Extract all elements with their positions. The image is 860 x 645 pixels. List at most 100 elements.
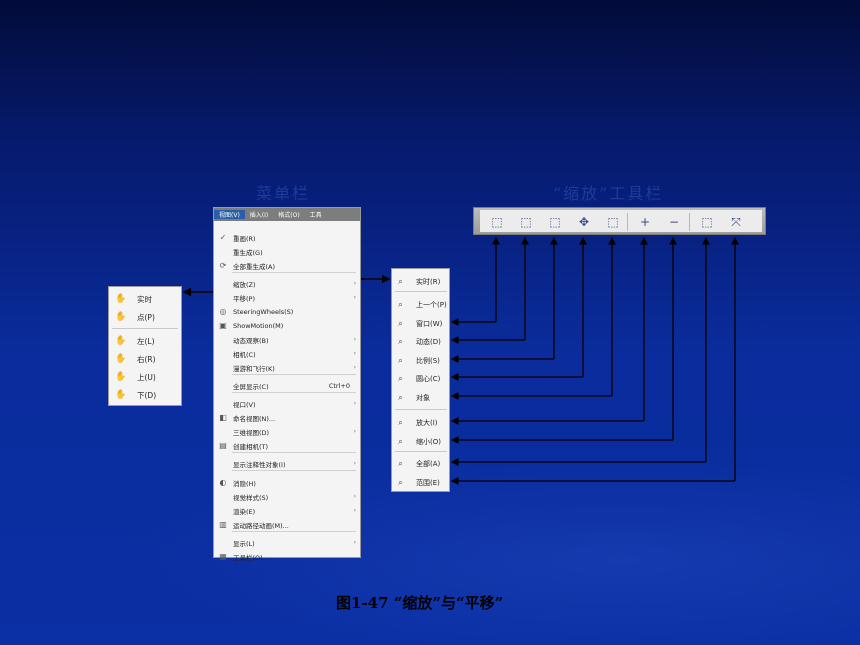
menubar-item-format[interactable]: 格式(O) (278, 212, 300, 219)
menu-item-label: 视口(V) (233, 400, 256, 409)
view-menu-item[interactable]: 缩放(Z) › (214, 277, 360, 290)
zoom-menu-item[interactable]: ⌕比例(S) (392, 352, 449, 369)
menu-item-label: 渲染(E) (233, 507, 256, 516)
zoom-menu-item[interactable]: ⌕ 动态(D) (392, 333, 449, 350)
zoom-menu-item[interactable]: ⌕全部(A) (392, 455, 449, 472)
menu-item-label: 缩放(Z) (233, 280, 256, 289)
blank-icon (217, 380, 229, 391)
view-menu-item[interactable]: 重生成(G) (214, 245, 360, 258)
zoom-out-button[interactable]: − (661, 212, 687, 232)
view-menu-item[interactable]: 三维视图(D) › (214, 425, 360, 438)
zoom-center-icon: ✥ (578, 215, 590, 229)
zoom-menu-item[interactable]: ⌕对象 (392, 389, 449, 406)
view-menu-item[interactable]: 全屏显示(C)Ctrl+0 (214, 379, 360, 392)
menu-item-label: 点(P) (137, 312, 155, 322)
menu-item-label: 缩小(O) (416, 437, 441, 446)
zoom-menu-item[interactable]: ⌕放大(I) (392, 414, 449, 431)
showmotion-icon: ▣ (219, 321, 227, 330)
hand-up-icon: ✋ (115, 372, 127, 382)
pan-menu-item[interactable]: ✋左(L) (109, 333, 181, 349)
view-menu-item[interactable]: ▦工具栏(O)... (214, 550, 360, 563)
menu-item-label: 相机(C) (233, 350, 256, 359)
zoom-menu-item[interactable]: ⌕圆心(C) (392, 370, 449, 387)
zoom-extents-icon: ⌕ (398, 477, 403, 487)
zoom-center-button[interactable]: ✥ (571, 212, 597, 232)
zoom-menu-item[interactable]: ⌕窗口(W) (392, 315, 449, 332)
view-menu-item[interactable]: 漫游和飞行(K)› (214, 361, 360, 374)
menubar: 视图(V) 插入(I) 格式(O) 工具 (214, 208, 360, 221)
menu-item-label: SteeringWheels(S) (233, 307, 294, 316)
hand-right-icon: ✋ (115, 354, 127, 364)
menu-item-label: 动态(D) (416, 337, 441, 346)
zoom-menu-item[interactable]: ⌕ 缩小(O) (392, 433, 449, 450)
hand-left-icon: ✋ (115, 336, 127, 346)
view-menu-item[interactable]: 视口(V)› (214, 397, 360, 410)
pan-submenu: ✋实时✋点(P)✋左(L)✋右(R)✋上(U)✋下(D) (108, 286, 182, 406)
view-menu-item[interactable]: 相机(C)› (214, 347, 360, 360)
view-menu-item[interactable]: 显示注释性对象(I)› (214, 457, 360, 470)
zoom-menu-item[interactable]: ⌕实时(R) (392, 273, 449, 290)
view-menu-item[interactable]: 平移(P)› (214, 291, 360, 304)
menu-item-label: 重生成(G) (233, 248, 263, 257)
menubar-item-tools[interactable]: 工具 (309, 212, 322, 219)
zoom-out-icon: ⌕ (398, 436, 403, 446)
zoom-all-button[interactable]: ⬚ (694, 212, 720, 232)
toolbar-icon: ▦ (219, 552, 227, 561)
menu-item-label: 范围(E) (416, 478, 440, 487)
zoom-out-icon: − (668, 215, 680, 229)
zoom-window-button[interactable]: ⬚ (484, 212, 510, 232)
pan-menu-item[interactable]: ✋右(R) (109, 351, 181, 367)
zoom-extents-button[interactable]: ⤧ (723, 212, 749, 232)
zoom-menu-item[interactable]: ⌕上一个(P) (392, 296, 449, 313)
zoom-object-button[interactable]: ⬚ (600, 212, 626, 232)
view-menu-item[interactable]: 视觉样式(S)› (214, 490, 360, 503)
submenu-arrow-icon: › (353, 507, 356, 514)
view-menu-item[interactable]: 渲染(E) › (214, 504, 360, 517)
zoom-all-icon: ⬚ (701, 215, 713, 229)
menu-item-label: 全部重生成(A) (233, 262, 276, 271)
menu-item-label: 运动路径动画(M)... (233, 521, 289, 530)
pan-menu-item[interactable]: ✋上(U) (109, 369, 181, 385)
hide-icon: ◐ (219, 478, 227, 487)
view-menu-item[interactable]: ▤创建相机(T) (214, 439, 360, 452)
menu-item-label: 对象 (416, 393, 430, 402)
menu-item-label: 下(D) (137, 390, 157, 400)
figure-caption: 图1-47 “缩放”与“平移” (336, 594, 504, 612)
view-menu-item[interactable]: 动态观察(B)› (214, 333, 360, 346)
view-menu-item[interactable]: 显示(L)› (214, 536, 360, 549)
view-menu-item[interactable]: ◐ 消隐(H) (214, 476, 360, 489)
view-menu-item[interactable]: ⟳全部重生成(A) (214, 259, 360, 272)
pan-menu-item[interactable]: ✋下(D) (109, 387, 181, 403)
zoom-center-icon: ⌕ (398, 373, 403, 383)
view-menu-item[interactable]: ◎SteeringWheels(S) (214, 305, 360, 318)
menu-item-label: 放大(I) (416, 418, 438, 427)
menubar-item-view[interactable]: 视图(V) (214, 210, 245, 219)
submenu-arrow-icon: › (353, 428, 356, 435)
view-menu-item[interactable]: ◧命名视图(N)... (214, 411, 360, 424)
zoom-window-icon: ⬚ (491, 215, 503, 229)
hand-point-icon: ✋ (115, 312, 127, 322)
zoom-dynamic-button[interactable]: ⬚ (513, 212, 539, 232)
menu-item-label: 消隐(H) (233, 479, 256, 488)
submenu-arrow-icon: › (353, 280, 356, 287)
blank-icon (217, 537, 229, 548)
named-view-icon: ◧ (219, 413, 227, 422)
blank-icon (217, 458, 229, 469)
blank-icon (217, 334, 229, 345)
blank-icon (217, 491, 229, 502)
zoom-dynamic-icon: ⌕ (398, 336, 403, 346)
view-menu-item[interactable]: ▣ShowMotion(M) (214, 319, 360, 332)
pan-menu-item[interactable]: ✋实时 (109, 291, 181, 307)
pan-menu-item[interactable]: ✋ 点(P) (109, 309, 181, 325)
menu-item-label: 三维视图(D) (233, 428, 270, 437)
view-menu-item[interactable]: ✓重画(R) (214, 231, 360, 244)
menu-item-label: 窗口(W) (416, 319, 443, 328)
view-menu-item[interactable]: ▥运动路径动画(M)... (214, 518, 360, 531)
zoom-scale-button[interactable]: ⬚ (542, 212, 568, 232)
zoom-menu-item[interactable]: ⌕ 范围(E) (392, 474, 449, 491)
submenu-arrow-icon: › (353, 539, 356, 546)
menubar-item-insert[interactable]: 插入(I) (249, 212, 269, 219)
zoom-scale-icon: ⬚ (549, 215, 561, 229)
menubar-caption: 菜单栏 (256, 184, 311, 203)
zoom-in-button[interactable]: + (632, 212, 658, 232)
